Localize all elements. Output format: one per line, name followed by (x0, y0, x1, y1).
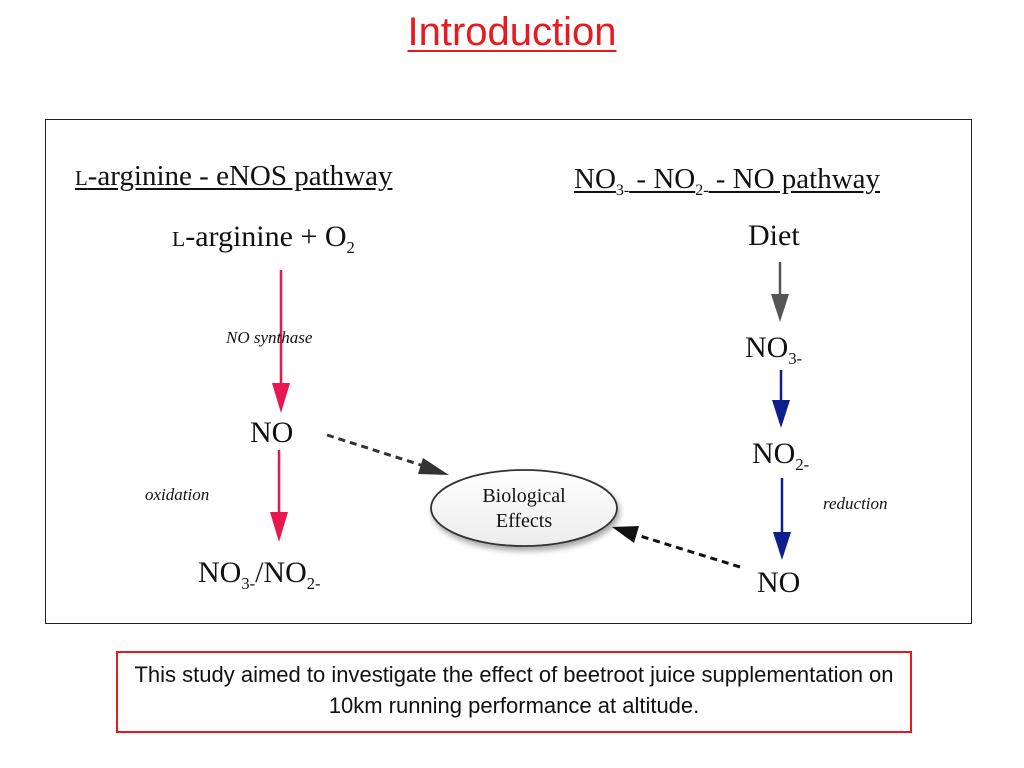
page-title: Introduction (407, 10, 617, 54)
nitrate-label: NO3- (745, 331, 802, 369)
heading-enos: eNOS pathway (216, 160, 393, 192)
effects-line-2: Effects (495, 510, 553, 532)
enzyme-label: NO synthase (226, 328, 313, 347)
o2-subscript: 2 (346, 238, 355, 257)
study-aim-text: This study aimed to investigate the effe… (134, 662, 894, 718)
left-pathway-heading: L-arginine - eNOS pathway (75, 160, 392, 193)
arrow-nitrate-to-nitrite (772, 370, 790, 428)
heading-arginine: -arginine - (87, 160, 217, 192)
substrate-label: L-arginine + O2 (172, 220, 355, 258)
nitrite-text: NO (752, 437, 796, 470)
heading-no-pathway: - NO pathway (708, 163, 881, 195)
diagram-frame (45, 119, 972, 624)
nitrate-text: NO (745, 331, 789, 364)
substrate-text: -arginine + O (185, 220, 347, 253)
no-text: NO (198, 556, 242, 589)
effects-line-1: Biological (482, 485, 566, 507)
dashed-arrow-no-to-effects (326, 433, 449, 475)
nitrate-subscript: 3- (788, 349, 803, 368)
diet-label: Diet (748, 219, 800, 252)
no2-text: /NO (255, 556, 307, 589)
dashed-arrow-no-to-effects-right (612, 526, 741, 569)
heading-no3: NO (574, 163, 616, 195)
study-aim-box (116, 651, 912, 733)
heading-sub-2minus: 2- (695, 181, 709, 199)
heading-no2: - NO (629, 163, 696, 195)
reduction-label: reduction (823, 494, 888, 513)
oxidation-label: oxidation (145, 485, 210, 504)
sub-3minus: 3- (241, 574, 256, 593)
nitric-oxide-left: NO (250, 416, 294, 449)
nitrite-label: NO2- (752, 437, 809, 475)
arrow-substrate-to-no (272, 270, 290, 413)
biological-effects-node (430, 469, 618, 547)
l-prefix: L (172, 227, 186, 251)
sub-2minus: 2- (306, 574, 321, 593)
l-prefix: L (75, 166, 88, 190)
arrow-nitrite-to-no (773, 478, 791, 560)
arrow-no-to-oxides (270, 450, 288, 542)
nitrite-subscript: 2- (795, 455, 810, 474)
heading-sub-3minus: 3- (615, 181, 630, 199)
nitrate-nitrite-label: NO3-/NO2- (198, 556, 321, 594)
right-pathway-heading: NO3- - NO2- - NO pathway (574, 163, 880, 200)
nitric-oxide-right: NO (757, 566, 801, 599)
arrow-diet-to-nitrate (771, 262, 789, 322)
